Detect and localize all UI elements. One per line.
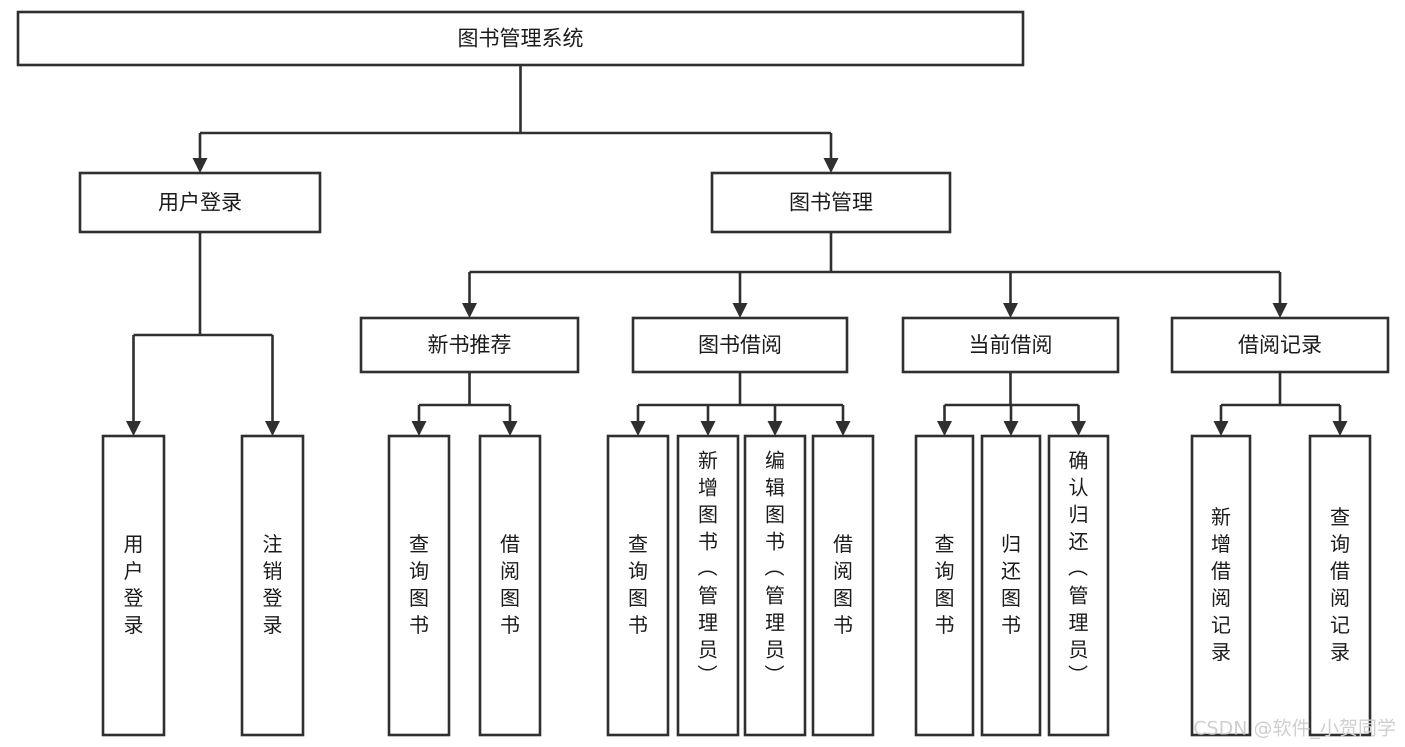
node-box [606,434,670,737]
arrow-head-icon [1213,421,1229,436]
node-label: 图书管理 [789,191,873,215]
node-label: 当前借阅 [969,333,1053,357]
node-box [676,434,740,737]
leaf-node-node-12-查询借阅记录[interactable]: 查询借阅记录 [1308,434,1372,737]
node-box [901,316,1120,374]
arrow-head-icon [823,158,839,173]
node-label: 图书管理系统 [458,27,584,51]
leaf-node-node-0-用户登录[interactable]: 用户登录 [101,434,166,737]
arrow-head-icon [502,421,518,436]
node-box [1047,434,1110,737]
node-label: 用户登录 [158,191,242,215]
node-box [359,316,580,374]
leaf-node-node-7-借阅图书[interactable]: 借阅图书 [811,434,875,737]
arrow-head-icon [700,421,716,436]
node-box [240,434,305,737]
root-node-node-0-图书管理系统[interactable]: 图书管理系统 [16,10,1025,67]
leaf-node-node-9-归还图书[interactable]: 归还图书 [980,434,1042,737]
arrow-head-icon [630,421,646,436]
node-label: 新增借阅记录 [1211,505,1231,664]
arrow-head-icon [732,303,748,318]
node-label: 编辑图书（管理员） [764,448,785,688]
leaf-node-node-6-编辑图书管理员[interactable]: 编辑图书（管理员） [743,434,807,737]
node-box [743,434,807,737]
arrow-head-icon [462,303,477,318]
leaf-node-node-4-查询图书[interactable]: 查询图书 [606,434,670,737]
arrow-head-icon [126,421,141,436]
level2-node-node-1-图书管理[interactable]: 图书管理 [710,171,952,234]
connector-layer [126,65,1348,436]
node-box [101,434,166,737]
arrow-head-icon [1071,421,1086,436]
arrow-head-icon [1332,421,1348,436]
level3-node-node-0-新书推荐[interactable]: 新书推荐 [359,316,580,374]
node-label: 用户登录 [124,532,144,637]
node-label: 新书推荐 [428,333,512,357]
arrow-head-icon [835,421,851,436]
node-label: 查询图书 [628,532,648,637]
node-label: 归还图书 [1001,532,1021,637]
level3-node-node-2-当前借阅[interactable]: 当前借阅 [901,316,1120,374]
leaf-node-node-5-新增图书管理员[interactable]: 新增图书（管理员） [676,434,740,737]
node-label: 借阅记录 [1238,333,1322,357]
node-box [1308,434,1372,737]
node-box [980,434,1042,737]
leaf-node-node-11-新增借阅记录[interactable]: 新增借阅记录 [1190,434,1252,737]
node-box [914,434,975,737]
leaf-node-node-8-查询图书[interactable]: 查询图书 [914,434,975,737]
level3-node-node-1-图书借阅[interactable]: 图书借阅 [631,316,849,374]
node-box [710,171,952,234]
node-label: 查询图书 [409,532,429,637]
node-label: 查询图书 [935,532,955,637]
level3-node-node-3-借阅记录[interactable]: 借阅记录 [1170,316,1390,374]
node-box [811,434,875,737]
node-box [1190,434,1252,737]
node-box [1170,316,1390,374]
arrow-head-icon [1003,421,1019,436]
arrow-head-icon [265,421,280,436]
node-label: 确认归还（管理员） [1068,448,1089,688]
node-layer: 图书管理系统用户登录图书管理新书推荐图书借阅当前借阅借阅记录用户登录注销登录查询… [16,10,1390,737]
node-label: 查询借阅记录 [1330,505,1350,664]
csdn-watermark: CSDN @软件_小贺同学 [1193,718,1396,740]
arrow-head-icon [1003,303,1018,318]
arrow-head-icon [192,158,208,173]
leaf-node-node-2-查询图书[interactable]: 查询图书 [387,434,451,737]
leaf-node-node-10-确认归还管理员[interactable]: 确认归还（管理员） [1047,434,1110,737]
node-box [387,434,451,737]
arrow-head-icon [767,421,783,436]
node-label: 借阅图书 [500,532,520,637]
node-label: 新增图书（管理员） [697,448,718,688]
level2-node-node-0-用户登录[interactable]: 用户登录 [78,171,322,234]
arrow-head-icon [937,421,952,436]
node-box [16,10,1025,67]
leaf-node-node-1-注销登录[interactable]: 注销登录 [240,434,305,737]
node-label: 借阅图书 [833,532,853,637]
node-label: 图书借阅 [698,333,782,357]
node-box [78,171,322,234]
arrow-head-icon [1272,303,1288,318]
node-box [631,316,849,374]
node-box [478,434,542,737]
leaf-node-node-3-借阅图书[interactable]: 借阅图书 [478,434,542,737]
arrow-head-icon [411,421,427,436]
node-label: 注销登录 [263,532,283,637]
